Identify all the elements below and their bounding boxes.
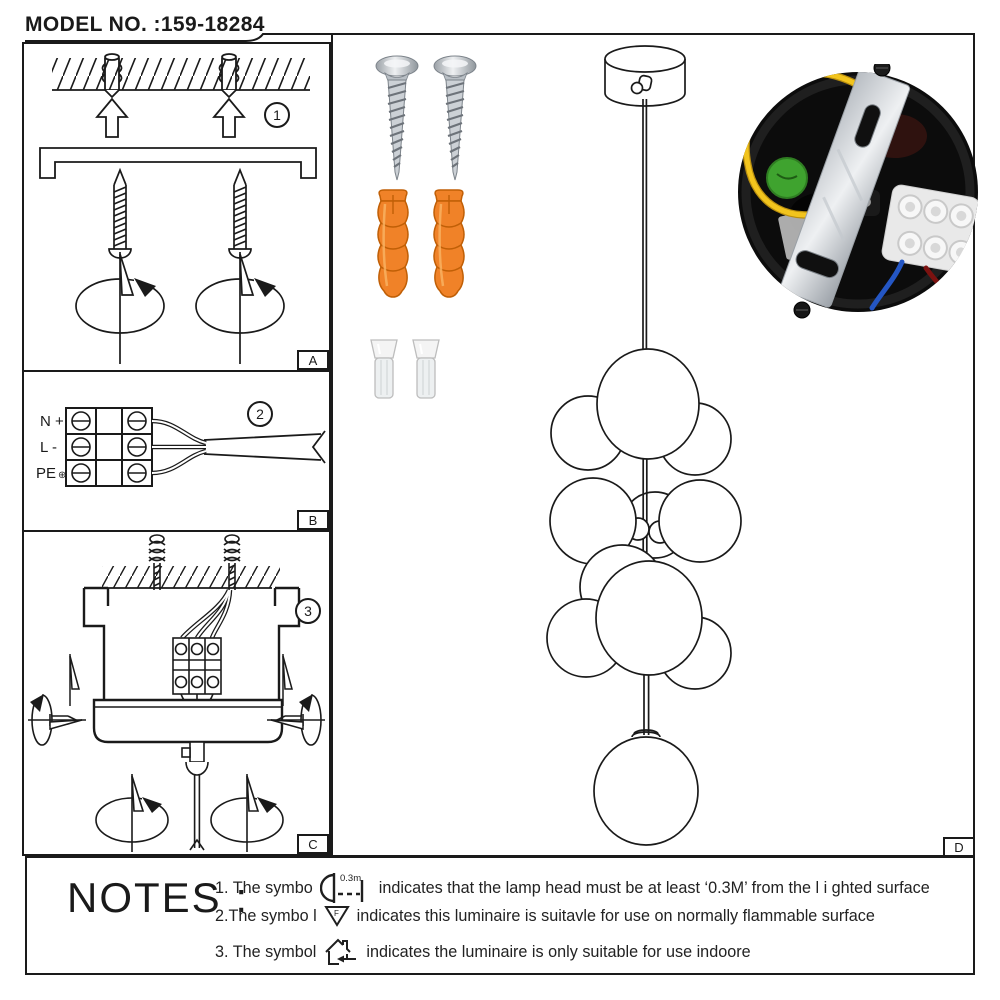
mounting-bar: [39, 147, 317, 179]
rotate-arrow-icon: [195, 251, 285, 365]
panel-d: D: [331, 33, 978, 857]
screw-icon: [108, 169, 132, 259]
terminal-label-n: N +: [40, 413, 64, 430]
rim-screw-bottom: [793, 301, 811, 319]
step-badge-1: 1: [264, 102, 290, 128]
ceiling-hatch: [52, 58, 310, 91]
wire-connector-photo: [370, 339, 398, 399]
notes-heading: NOTES :: [67, 874, 250, 921]
terminal-label-pe: PE: [36, 465, 56, 482]
mounting-bracket-photo: [779, 72, 911, 308]
small-terminal-block: [172, 637, 222, 715]
panel-b-illustration: N + L - PE ⊕: [36, 407, 326, 487]
stem-fitting: [181, 741, 209, 851]
panel-label-a: A: [297, 350, 329, 370]
left-panel-column: N + L - PE ⊕: [22, 42, 331, 856]
rim-screw-top: [873, 64, 891, 77]
rotate-arrow-icon: [95, 773, 169, 853]
divider-b-c: [24, 530, 329, 532]
note-3-text: indicates the luminaire is only suitable…: [366, 942, 751, 961]
note-3-prefix: 3. The symbol: [215, 942, 317, 961]
panel-label-c: C: [297, 834, 329, 854]
terminal-screws: [71, 411, 147, 483]
note-2-text: indicates this luminaire is suitavle for…: [356, 906, 875, 925]
indoor-use-icon: [325, 938, 357, 965]
suspension-stem: [642, 99, 648, 352]
wire-connector-photo: [412, 339, 440, 399]
lamp-distance-icon: 0.3m: [319, 873, 363, 903]
globe-cluster: [546, 348, 742, 690]
mounting-screw-photo: [374, 54, 420, 182]
earth-symbol: ⊕: [58, 470, 66, 481]
canopy-bracket-outline: [82, 586, 301, 700]
notes-section: NOTES : 1. The symbo 0.3m indicates that…: [25, 856, 975, 975]
wall-plug-photo: [432, 188, 466, 299]
hardware-items: [370, 54, 478, 399]
rotate-arrow-icon: [75, 251, 165, 365]
note-1-prefix: 1. The symbo: [215, 878, 313, 897]
mounting-screw-photo: [432, 54, 478, 182]
panel-a-illustration: [39, 53, 317, 365]
canopy-interior-photo: [738, 64, 978, 319]
supply-cable: [203, 430, 326, 464]
wall-plug-photo: [376, 188, 410, 299]
pendant-lamp-drawing: [546, 45, 742, 846]
panel-label-b: B: [297, 510, 329, 530]
flammable-surface-icon: F: [323, 906, 350, 927]
note-item-3: 3. The symbol indicates the luminaire is…: [215, 937, 751, 967]
rotate-arrow-icon: [296, 691, 322, 746]
note-1-text: indicates that the lamp head must be at …: [378, 878, 930, 897]
mains-wires: [151, 418, 207, 476]
note-item-2: 2.The symbo l F indicates this luminaire…: [215, 904, 875, 928]
canopy-wires: [180, 588, 233, 640]
step-badge-2: 2: [247, 401, 273, 427]
terminal-block-photo: [881, 184, 978, 273]
divider-a-b: [24, 370, 329, 372]
note-item-1: 1. The symbo 0.3m indicates that the lam…: [215, 870, 930, 906]
screw-icon: [228, 169, 252, 259]
ceiling-cup: [604, 45, 686, 107]
lower-globe: [593, 675, 699, 846]
canopy-plate: [92, 698, 284, 744]
step-badge-3: 3: [295, 598, 321, 624]
rotate-arrow-icon: [27, 691, 53, 746]
rotate-arrow-icon: [210, 773, 284, 853]
model-number: MODEL NO. :159-18284: [25, 13, 265, 36]
f-label: F: [334, 909, 339, 918]
model-underline: [25, 33, 331, 42]
distance-label: 0.3m: [340, 873, 361, 884]
panel-c-illustration: [27, 534, 325, 853]
blue-wire: [869, 259, 905, 311]
note-2-prefix: 2.The symbo l: [215, 906, 317, 925]
panel-label-d: D: [943, 837, 975, 857]
ceiling-hatch: [86, 566, 280, 589]
side-arrows: [28, 654, 325, 730]
terminal-label-l: L -: [40, 439, 57, 456]
